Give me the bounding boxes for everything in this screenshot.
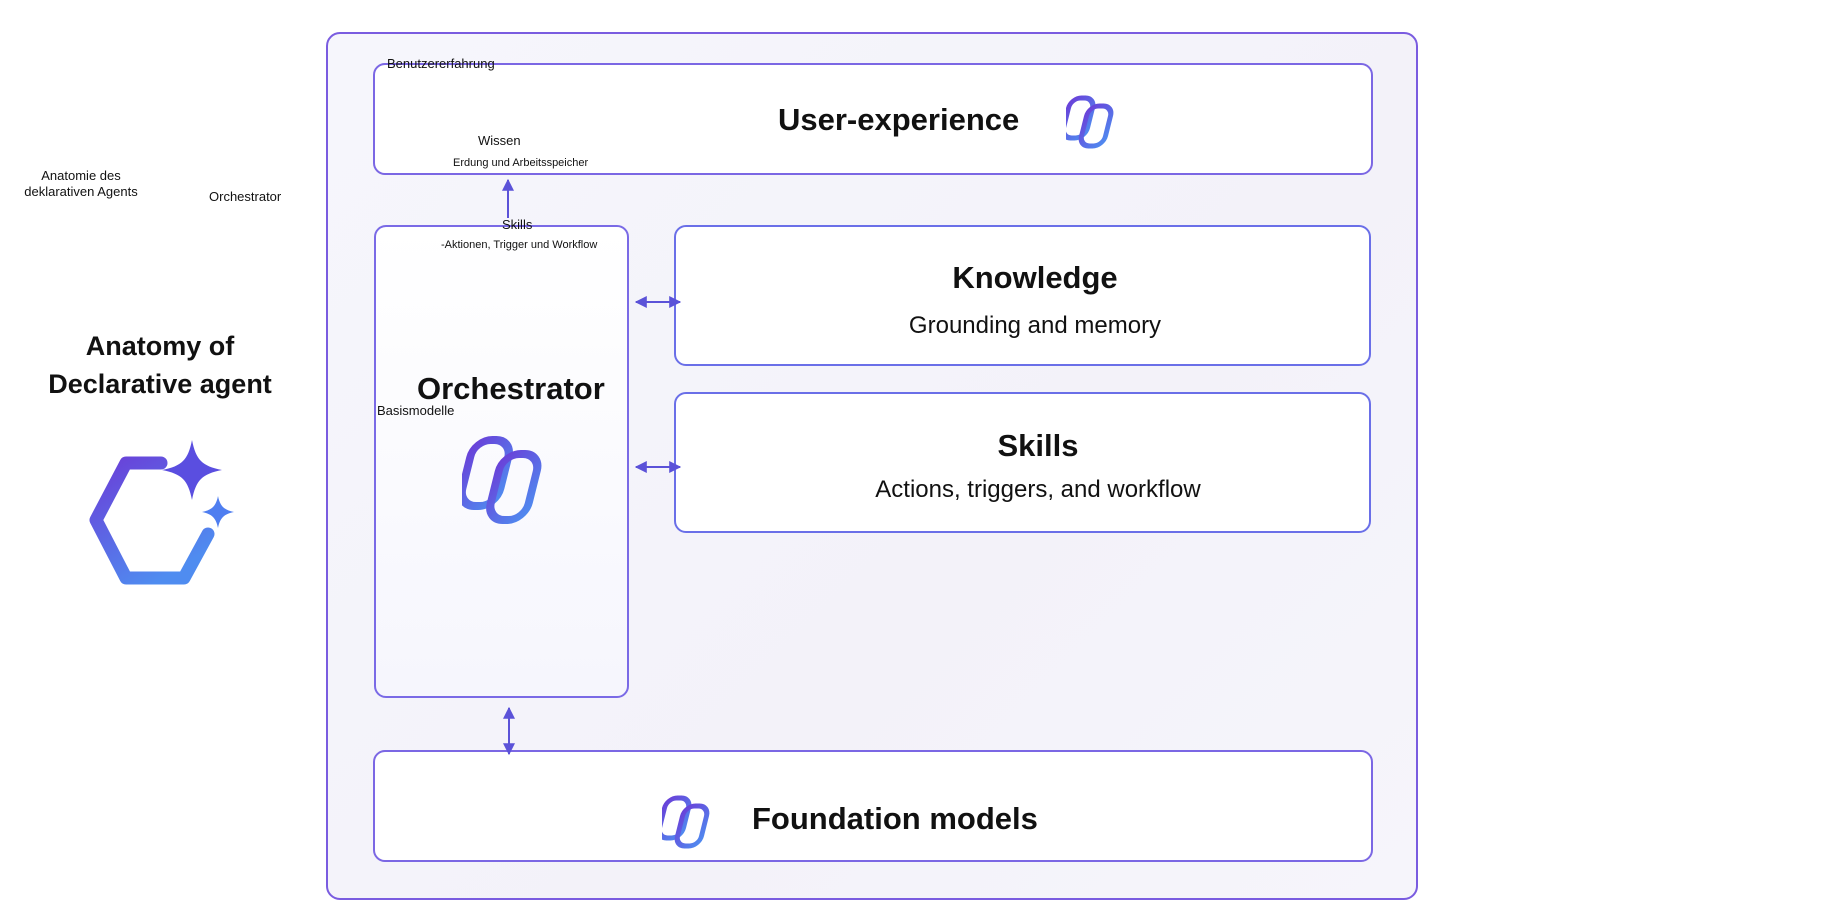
side-title-line2: Declarative agent	[48, 369, 272, 399]
de-skills-sub-label: -Aktionen, Trigger und Workflow	[441, 239, 598, 251]
skills-subtitle: Actions, triggers, and workflow	[875, 476, 1201, 503]
knowledge-box	[674, 225, 1371, 366]
de-user-experience-label: Benutzererfahrung	[387, 56, 495, 71]
copilot-icon	[1066, 95, 1114, 149]
de-anatomy-line1: Anatomie des	[41, 168, 121, 183]
skills-box	[674, 392, 1371, 533]
side-title-line1: Anatomy of	[85, 331, 235, 361]
user-experience-title: User-experience	[778, 102, 1020, 137]
knowledge-title: Knowledge	[952, 260, 1118, 295]
orchestrator-title: Orchestrator	[417, 371, 605, 406]
user-experience-box	[373, 63, 1373, 175]
de-skills-label: Skills	[502, 217, 533, 232]
de-foundation-label: Basismodelle	[377, 403, 455, 418]
de-orchestrator-label: Orchestrator	[209, 189, 282, 204]
de-anatomy-label: Anatomie des deklarativen Agents	[24, 168, 137, 201]
copilot-icon	[462, 436, 542, 524]
declarative-agent-hexagon-sparkle-icon	[89, 440, 234, 585]
copilot-icon	[662, 795, 710, 849]
skills-title: Skills	[997, 428, 1079, 463]
de-anatomy-line2: deklarativen Agents	[24, 184, 138, 200]
de-knowledge-label: Wissen	[478, 133, 521, 148]
de-knowledge-sub-label: Erdung und Arbeitsspeicher	[453, 157, 589, 169]
side-title: Anatomy of Declarative agent	[48, 327, 272, 403]
foundation-models-box	[373, 750, 1373, 862]
foundation-models-title: Foundation models	[752, 801, 1038, 836]
knowledge-subtitle: Grounding and memory	[908, 312, 1162, 339]
